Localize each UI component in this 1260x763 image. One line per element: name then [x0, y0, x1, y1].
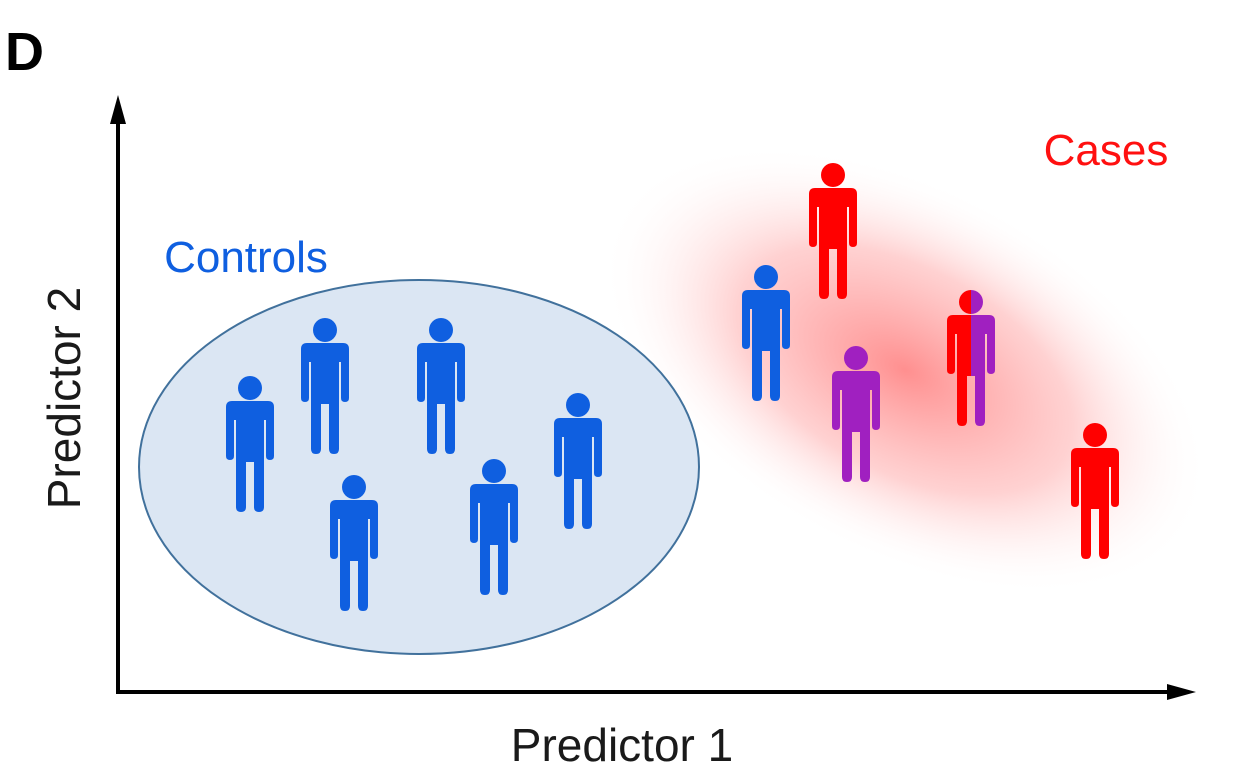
case-1-person-icon — [809, 163, 857, 299]
half-case-half-ambiguous-person-icon — [947, 290, 995, 426]
controls-label: Controls — [164, 233, 328, 282]
y-axis-label: Predictor 2 — [38, 287, 90, 509]
control-4-person-icon — [330, 475, 378, 611]
y-axis-arrow — [110, 95, 126, 124]
panel-label: D — [5, 22, 44, 82]
control-3-person-icon — [417, 318, 465, 454]
cases-region — [600, 144, 1210, 596]
controls-region — [138, 279, 700, 655]
cases-label: Cases — [1044, 126, 1169, 175]
people-figures — [226, 163, 1119, 611]
ambiguous-1-person-icon — [832, 346, 880, 482]
control-6-person-icon — [554, 393, 602, 529]
x-axis-arrow — [1167, 684, 1196, 700]
control-1-person-icon — [226, 376, 274, 512]
case-2-person-icon — [1071, 423, 1119, 559]
control-5-person-icon — [470, 459, 518, 595]
x-axis-label: Predictor 1 — [511, 719, 733, 763]
control-2-person-icon — [301, 318, 349, 454]
misclassified-control-person-icon — [742, 265, 790, 401]
